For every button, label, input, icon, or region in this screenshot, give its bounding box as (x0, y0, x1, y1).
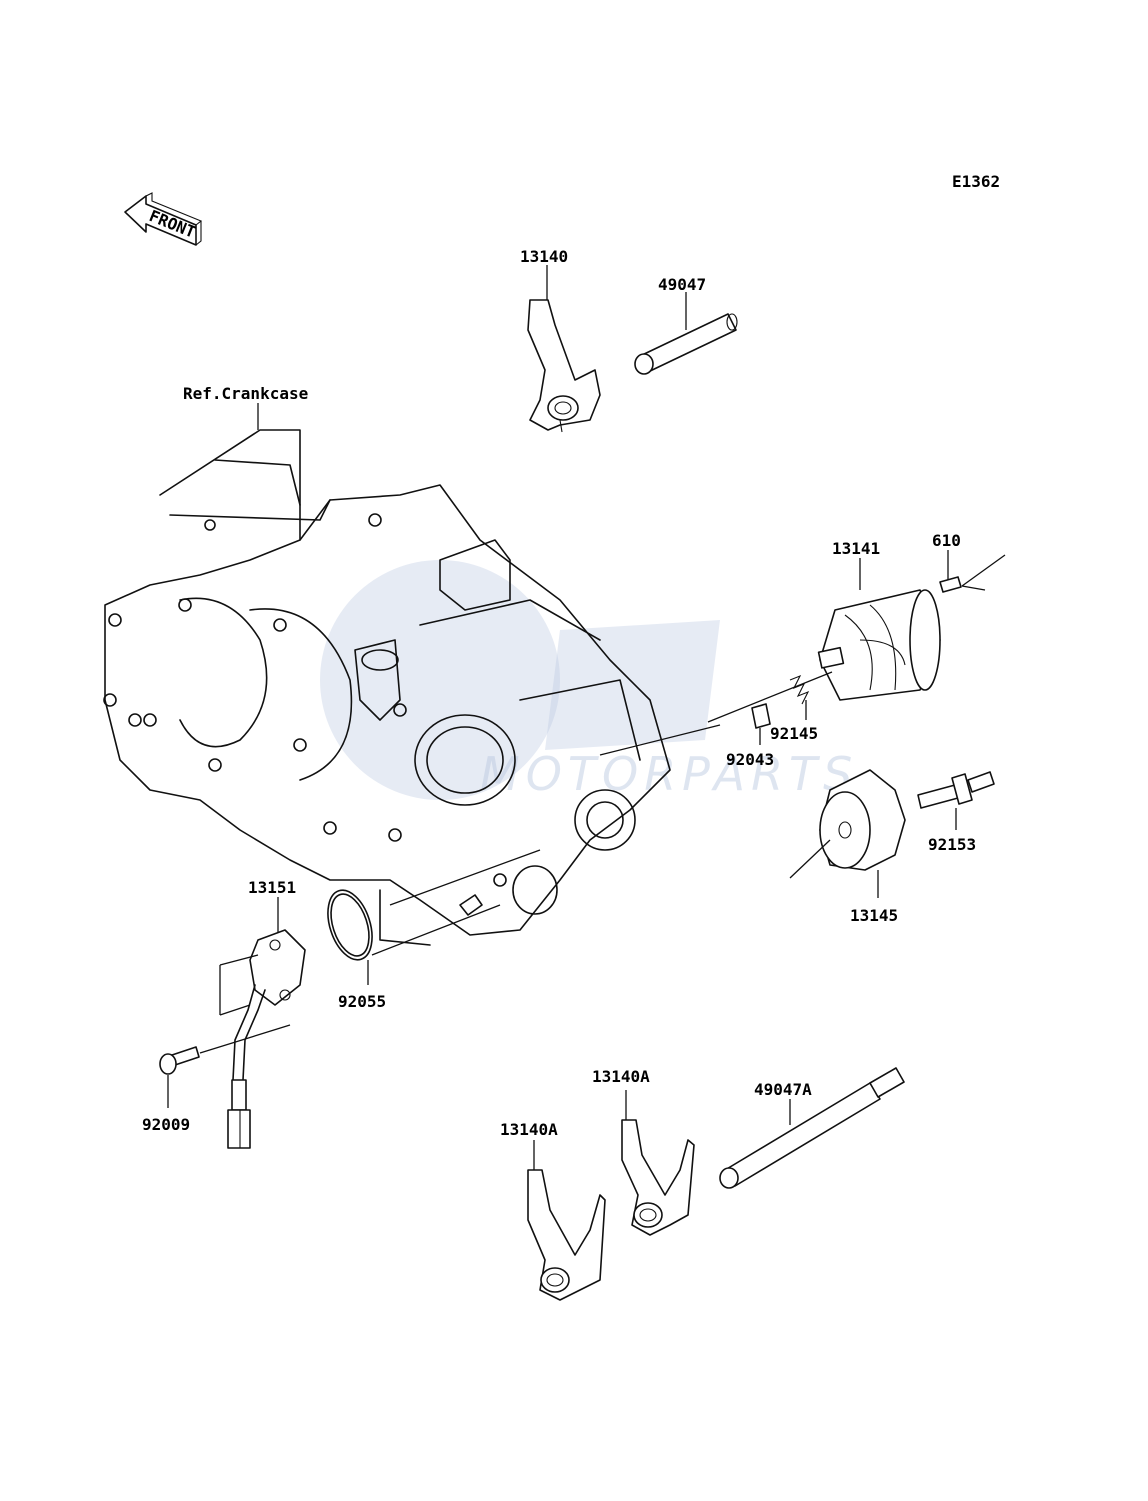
label-92145: 92145 (770, 724, 818, 743)
bolt-92009 (159, 1046, 200, 1075)
pin-610 (939, 554, 1006, 593)
label-13140A-left: 13140A (500, 1120, 558, 1139)
label-92055: 92055 (338, 992, 386, 1011)
front-label: FRONT (147, 206, 199, 242)
gear-position-switch-13151 (227, 929, 306, 1149)
o-ring-92055 (327, 889, 373, 961)
shift-fork-13140 (527, 299, 601, 433)
crankcase (103, 429, 671, 946)
shift-cam-13145 (789, 769, 906, 879)
front-arrow-icon: FRONT (124, 192, 203, 246)
label-13140: 13140 (520, 247, 568, 266)
reference-label: Ref.Crankcase (183, 384, 308, 403)
watermark-tagline: MOTORPARTS (480, 747, 858, 801)
label-92153: 92153 (928, 835, 976, 854)
watermark-logo-shape (545, 620, 720, 750)
spring-92145 (789, 674, 810, 705)
shift-drum-13141 (817, 589, 941, 701)
label-49047A: 49047A (754, 1080, 812, 1099)
watermark: MOTORPARTS (320, 560, 858, 801)
shift-rod-49047 (634, 313, 738, 375)
label-13151: 13151 (248, 878, 296, 897)
part-labels: Ref.Crankcase 13140 49047 13141 610 9214… (142, 247, 976, 1139)
label-49047: 49047 (658, 275, 706, 294)
label-13145: 13145 (850, 906, 898, 925)
label-13140A-right: 13140A (592, 1067, 650, 1086)
label-92009: 92009 (142, 1115, 190, 1134)
assembly-lines (199, 671, 833, 1054)
shift-fork-13140A-left (527, 1169, 606, 1301)
diagram-code: E1362 (952, 172, 1000, 191)
shift-rod-49047A (719, 1067, 905, 1189)
leader-lines (167, 265, 957, 1170)
label-13141: 13141 (832, 539, 880, 558)
shift-fork-13140A-right (621, 1119, 695, 1236)
pin-92043 (751, 703, 771, 729)
label-610: 610 (932, 531, 961, 550)
bolt-92153 (917, 771, 995, 809)
watermark-globe (320, 560, 560, 800)
label-92043: 92043 (726, 750, 774, 769)
